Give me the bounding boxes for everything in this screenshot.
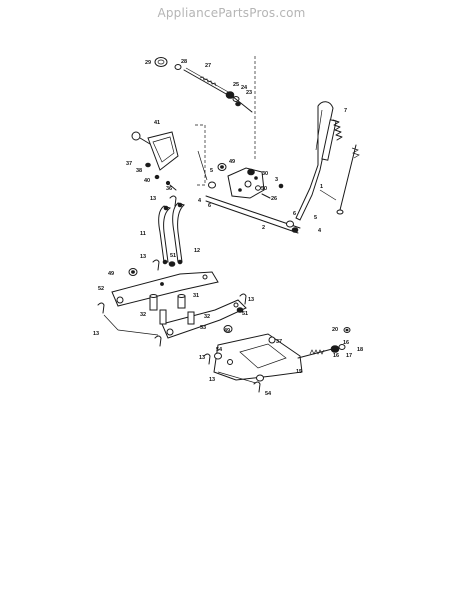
part-20-nut bbox=[343, 327, 351, 333]
part-lift-shaft-bracket bbox=[227, 167, 265, 199]
part-2-lift-shaft bbox=[205, 195, 301, 234]
part-28-washer bbox=[174, 64, 182, 70]
callout-28: 28 bbox=[181, 59, 187, 65]
part-lift-handle bbox=[295, 101, 337, 221]
part-7-spring bbox=[332, 119, 343, 141]
part-36-bolt bbox=[165, 180, 177, 191]
callout-13-right: 13 bbox=[248, 297, 254, 303]
part-51-washer-right bbox=[236, 307, 244, 313]
callout-7: 7 bbox=[344, 108, 347, 114]
callout-15: 15 bbox=[296, 369, 302, 375]
callout-11: 11 bbox=[140, 231, 146, 237]
callout-17: 17 bbox=[346, 353, 352, 359]
callout-49-left: 49 bbox=[108, 271, 114, 277]
callout-13-top: 13 bbox=[150, 196, 156, 202]
callout-37-lower: 37 bbox=[276, 339, 282, 345]
callout-36: 36 bbox=[166, 186, 172, 192]
callout-54-upper: 54 bbox=[216, 347, 223, 353]
callout-32-right: 32 bbox=[204, 314, 210, 320]
part-13-hairpin-clips bbox=[97, 195, 261, 393]
callout-30: 30 bbox=[262, 171, 268, 177]
callout-23: 23 bbox=[246, 90, 252, 96]
callout-5-lower: 5 bbox=[314, 215, 317, 221]
callout-2: 2 bbox=[262, 225, 265, 231]
part-30-50-nuts bbox=[247, 168, 271, 199]
part-27-rod bbox=[183, 67, 231, 96]
callout-16-upper: 16 bbox=[343, 340, 349, 346]
guide-bracket bbox=[195, 124, 206, 186]
callout-1: 1 bbox=[320, 184, 323, 190]
callout-25: 25 bbox=[233, 82, 239, 88]
callout-12: 12 bbox=[194, 248, 200, 254]
part-15-front-bracket bbox=[213, 333, 303, 381]
callout-6-lower: 6 bbox=[293, 211, 296, 217]
part-49-washer-lower bbox=[223, 325, 233, 333]
callout-29: 29 bbox=[145, 60, 151, 66]
callout-54-lower: 54 bbox=[265, 391, 272, 397]
part-16-18-adjuster bbox=[297, 344, 346, 359]
part-40-bolt bbox=[154, 174, 160, 180]
part-38-nut bbox=[145, 162, 151, 168]
callout-13-left: 13 bbox=[93, 331, 99, 337]
part-49-washer-hole bbox=[131, 270, 135, 274]
callout-40: 40 bbox=[144, 178, 150, 184]
rod-link bbox=[231, 95, 253, 113]
callouts: 29 28 27 25 24 23 7 41 37 38 40 36 49 5 … bbox=[93, 59, 363, 397]
callout-20: 20 bbox=[332, 327, 338, 333]
part-37-knob-upper bbox=[131, 131, 151, 145]
callout-18: 18 bbox=[357, 347, 363, 353]
callout-13-mid: 13 bbox=[140, 254, 146, 260]
callout-53: 53 bbox=[200, 325, 206, 331]
callout-32-left: 32 bbox=[140, 312, 146, 318]
callout-26: 26 bbox=[271, 196, 277, 202]
part-41-bracket bbox=[147, 131, 179, 171]
part-31-32-pivot-pins bbox=[149, 294, 195, 325]
callout-3: 3 bbox=[275, 177, 278, 183]
callout-13-lowest: 13 bbox=[209, 377, 215, 383]
part-11-12-lift-links bbox=[158, 202, 185, 265]
callout-4-lower: 4 bbox=[318, 228, 322, 234]
callout-38: 38 bbox=[136, 168, 142, 174]
callout-24: 24 bbox=[241, 85, 248, 91]
callout-13-bottom: 13 bbox=[199, 355, 205, 361]
callout-6-upper: 6 bbox=[208, 203, 211, 209]
callout-5-upper: 5 bbox=[210, 168, 213, 174]
part-1-rod bbox=[336, 144, 360, 215]
callout-49-upper: 49 bbox=[229, 159, 235, 165]
part-53-lift-arm bbox=[161, 299, 247, 339]
callout-51-right: 51 bbox=[242, 311, 248, 317]
part-23-25-spring-nut bbox=[225, 91, 241, 107]
callout-50: 50 bbox=[261, 186, 267, 192]
callout-51-upper: 51 bbox=[170, 253, 176, 259]
callout-4-upper: 4 bbox=[198, 198, 202, 204]
callout-49-lower: 49 bbox=[224, 328, 230, 334]
part-29-knob bbox=[154, 57, 168, 67]
callout-37-upper: 37 bbox=[126, 161, 132, 167]
callout-41: 41 bbox=[154, 120, 160, 126]
leader-lines bbox=[103, 150, 337, 384]
watermark-text: AppliancePartsPros.com bbox=[157, 6, 306, 20]
callout-16-lower: 16 bbox=[333, 353, 339, 359]
callout-52: 52 bbox=[98, 286, 104, 292]
part-5-6-bushings bbox=[208, 181, 299, 233]
part-54-bushings bbox=[214, 352, 264, 382]
part-52-lift-arm bbox=[111, 271, 219, 307]
part-49-spacer-upper bbox=[217, 163, 227, 171]
part-51-washer-upper bbox=[168, 261, 176, 267]
callout-31: 31 bbox=[193, 293, 199, 299]
callout-27: 27 bbox=[205, 63, 211, 69]
